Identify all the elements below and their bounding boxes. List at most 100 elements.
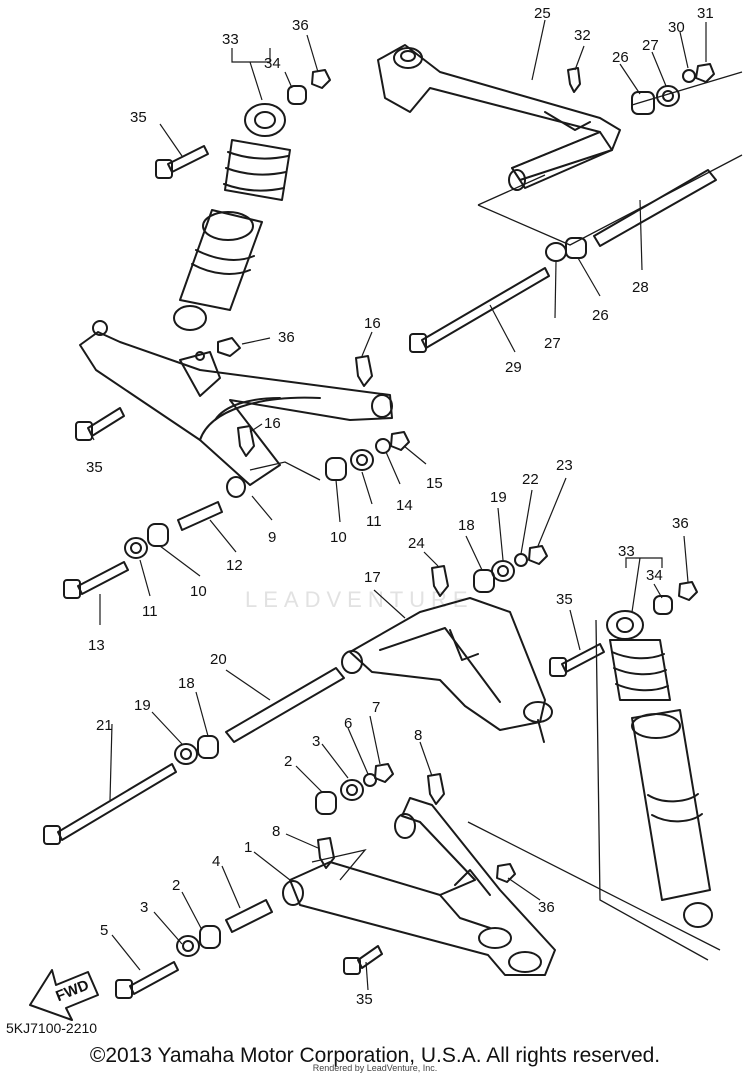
bolt-35-right — [549, 643, 605, 677]
washer-6 — [363, 773, 377, 787]
washer-30 — [682, 69, 696, 83]
callout-5: 5 — [100, 922, 108, 939]
callout-8: 8 — [414, 727, 422, 744]
callout-33: 33 — [222, 31, 239, 48]
callout-34b: 34 — [646, 567, 663, 584]
callout-8b: 8 — [272, 823, 280, 840]
washer-11-right — [350, 449, 374, 471]
bushing-18-right — [473, 569, 495, 593]
callout-36c: 36 — [672, 515, 689, 532]
callout-36b: 36 — [278, 329, 295, 346]
nut-15 — [390, 431, 410, 451]
collar-28 — [593, 169, 717, 247]
callout-35b: 35 — [86, 459, 103, 476]
callout-35c: 35 — [556, 591, 573, 608]
watermark: LEADVENTURE — [245, 587, 474, 612]
callout-9: 9 — [268, 529, 276, 546]
callout-25: 25 — [534, 5, 551, 22]
nut-36-mid — [217, 337, 241, 357]
callout-16: 16 — [364, 315, 381, 332]
callout-15: 15 — [426, 475, 443, 492]
callout-3: 3 — [312, 733, 320, 750]
callout-7: 7 — [372, 699, 380, 716]
callout-19: 19 — [490, 489, 507, 506]
nut-23 — [528, 545, 548, 565]
washer-11-left — [124, 537, 148, 559]
bolt-21 — [43, 763, 177, 845]
callout-14: 14 — [396, 497, 413, 514]
callout-10b: 10 — [190, 583, 207, 600]
grease-nipple-16-mid — [237, 425, 255, 457]
callout-labels: 33 36 34 35 25 32 26 27 30 31 28 27 26 2… — [86, 5, 714, 1008]
washer-27-lower — [545, 242, 567, 262]
bolt-35-mid — [75, 407, 125, 441]
rendered-by-notice: Rendered by LeadVenture, Inc. — [312, 1063, 438, 1073]
callout-6: 6 — [344, 715, 352, 732]
callout-33b: 33 — [618, 543, 635, 560]
reference-code: 5KJ7100-2210 — [6, 1020, 98, 1036]
callout-26: 26 — [612, 49, 629, 66]
callout-36d: 36 — [538, 899, 555, 916]
collar-20 — [225, 667, 345, 743]
callout-3b: 3 — [140, 899, 148, 916]
callout-19b: 19 — [134, 697, 151, 714]
callout-36: 36 — [292, 17, 309, 34]
shock-absorber-33-lower — [595, 610, 713, 961]
upper-arm-25-assembly — [377, 44, 743, 246]
fwd-arrow-icon: FWD — [29, 969, 99, 1021]
callout-16b: 16 — [264, 415, 281, 432]
bushing-10-right — [325, 457, 347, 481]
callout-2b: 2 — [172, 877, 180, 894]
nut-31 — [695, 63, 715, 83]
bolt-35-upper — [155, 145, 209, 179]
upper-arm-9 — [79, 320, 393, 498]
leader-lines — [89, 19, 707, 991]
grease-nipple-16-top — [355, 355, 373, 387]
callout-34: 34 — [264, 55, 281, 72]
callout-4: 4 — [212, 853, 220, 870]
callout-28: 28 — [632, 279, 649, 296]
callout-30: 30 — [668, 19, 685, 36]
callout-35: 35 — [130, 109, 147, 126]
callout-20: 20 — [210, 651, 227, 668]
collar-34-upper — [287, 85, 307, 105]
bushing-2-left — [199, 925, 221, 949]
callout-21: 21 — [96, 717, 113, 734]
washer-27-upper — [656, 85, 680, 107]
grease-nipple-8-right — [427, 773, 445, 805]
washer-22 — [514, 553, 528, 567]
washer-3-left — [176, 935, 200, 957]
grease-nipple-8-left — [317, 837, 335, 869]
washer-19-right — [491, 560, 515, 582]
bushing-10-left — [147, 523, 169, 547]
lower-arm-1 — [282, 797, 721, 976]
callout-10: 10 — [330, 529, 347, 546]
callout-29: 29 — [505, 359, 522, 376]
callout-12: 12 — [226, 557, 243, 574]
bolt-13 — [63, 561, 129, 599]
callout-18b: 18 — [178, 675, 195, 692]
bushing-26-upper — [631, 91, 655, 115]
callout-32: 32 — [574, 27, 591, 44]
nut-7 — [374, 763, 394, 783]
callout-24: 24 — [408, 535, 425, 552]
callout-23: 23 — [556, 457, 573, 474]
collar-12 — [177, 501, 223, 531]
bolt-5 — [115, 961, 179, 999]
grease-nipple-32 — [567, 67, 581, 93]
callout-35d: 35 — [356, 991, 373, 1008]
bolt-29 — [409, 267, 550, 353]
washer-19-left — [174, 743, 198, 765]
callout-18: 18 — [458, 517, 475, 534]
washer-3-right — [340, 779, 364, 801]
bushing-2-right — [315, 791, 337, 815]
washer-14 — [375, 438, 391, 454]
collar-34-lower — [653, 595, 673, 615]
lower-arm-17 — [341, 597, 553, 743]
bushing-18-left — [197, 735, 219, 759]
nut-36-bottom — [496, 863, 516, 883]
callout-27b: 27 — [544, 335, 561, 352]
callout-11: 11 — [366, 513, 382, 530]
callout-26b: 26 — [592, 307, 609, 324]
